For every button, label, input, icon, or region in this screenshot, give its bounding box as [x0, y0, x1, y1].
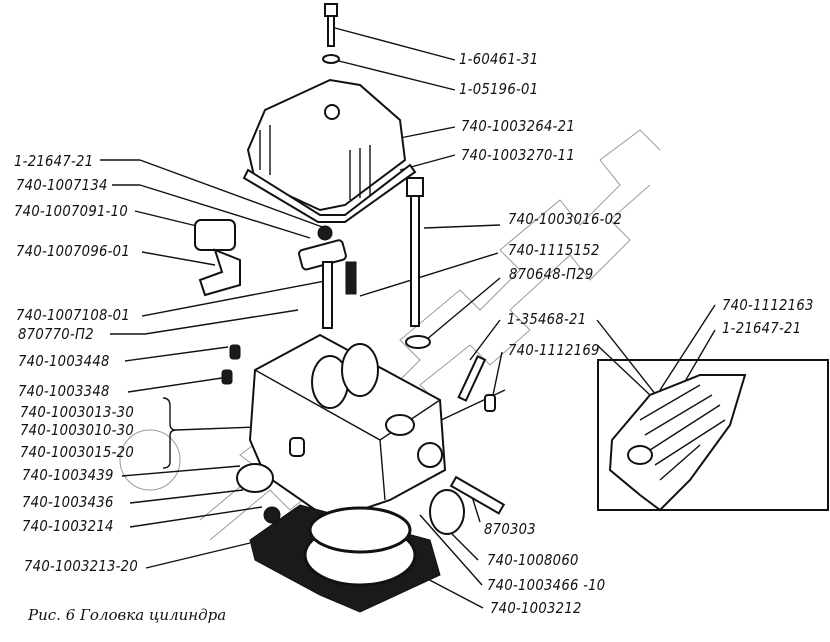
label-plug-1: 740-1003448 [18, 352, 110, 370]
label-fitting-1: 740-1003439 [22, 466, 114, 484]
label-plug-2: 740-1003348 [18, 382, 110, 400]
label-nut-left: 1-21647-21 [14, 152, 94, 170]
label-inset-sleeve: 740-1112169 [508, 341, 600, 359]
leader-lines [100, 27, 716, 609]
label-stud: 870303 [484, 520, 536, 538]
ring-and-stud-drawing [429, 475, 506, 535]
bolt-drawing [322, 3, 340, 64]
figure-caption: Рис. 6 Головка цилиндра [28, 606, 227, 624]
label-rocker-axle: 740-1007091-10 [14, 202, 129, 220]
label-cover-gasket: 740-1003270-11 [461, 146, 576, 164]
label-inset-nut: 1-21647-21 [722, 319, 802, 337]
valve-cover-drawing [242, 78, 417, 223]
label-valve-cover: 740-1003264-21 [461, 117, 576, 135]
label-stud-nut: 740-1003214 [22, 517, 114, 535]
long-bolt-drawing [322, 177, 431, 349]
label-ring: 740-1008060 [487, 551, 579, 569]
label-head-group-3: 740-1003015-20 [20, 443, 135, 461]
head-gasket-drawing [249, 504, 441, 613]
label-bolt: 1-60461-31 [459, 50, 539, 68]
label-washer: 1-05196-01 [459, 80, 539, 98]
cylinder-head-drawing [221, 333, 496, 522]
label-head-gasket: 740-1003213-20 [24, 557, 139, 575]
label-head-group-1: 740-1003013-30 [20, 403, 135, 421]
label-spring-pin: 870648-П29 [509, 265, 594, 283]
label-pin: 870770-П2 [18, 325, 94, 343]
label-bracket-small: 740-1007134 [16, 176, 108, 194]
label-inset-stud: 1-35468-21 [507, 310, 587, 328]
label-inset-part: 740-1112163 [722, 296, 814, 314]
rocker-assembly-drawing [194, 219, 347, 297]
label-rocker-stand: 740-1007108-01 [16, 306, 131, 324]
label-seal-ring: 740-1003466 -10 [487, 576, 606, 594]
label-fitting-2: 740-1003436 [22, 493, 114, 511]
label-rocker-post: 740-1007096-01 [16, 242, 131, 260]
inset-box [597, 359, 829, 512]
label-injector-stud: 740-1115152 [508, 241, 600, 259]
label-liner-gasket: 740-1003212 [490, 599, 582, 617]
label-head-group-2: 740-1003010-30 [20, 421, 135, 439]
label-long-bolt: 740-1003016-02 [508, 210, 623, 228]
